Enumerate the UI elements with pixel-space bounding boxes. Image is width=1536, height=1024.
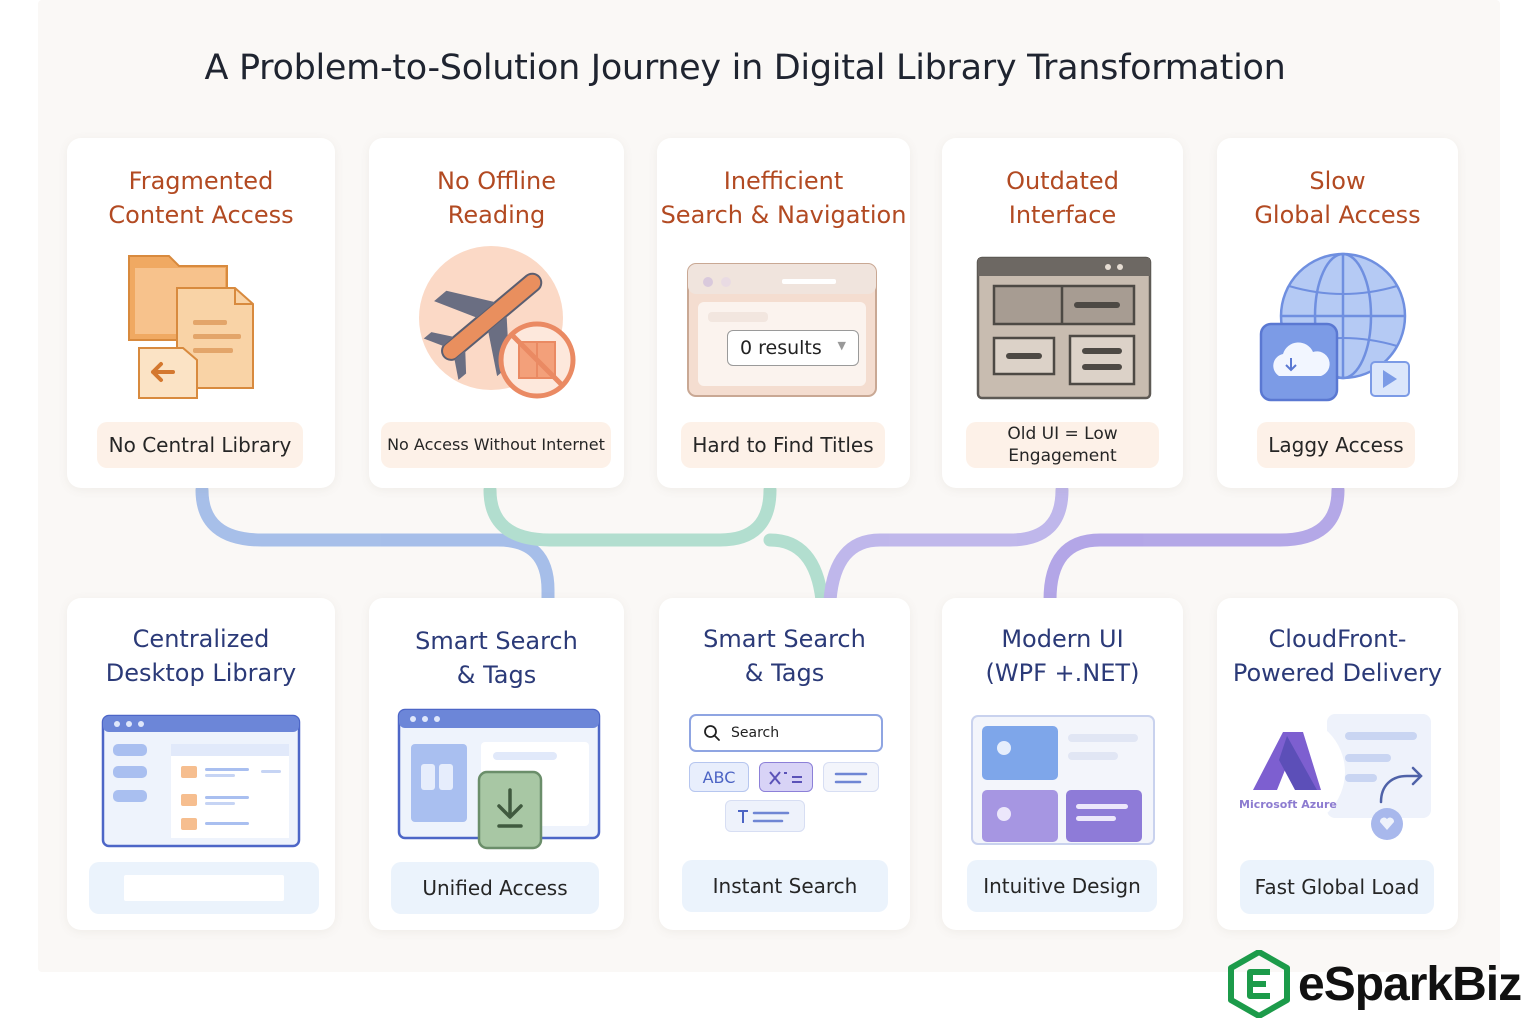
- tag-abc[interactable]: ABC: [689, 762, 749, 792]
- card-title: Fragmented Content Access: [108, 167, 294, 229]
- search-results-box[interactable]: 0 results ▼: [727, 330, 859, 366]
- card-title: Outdated Interface: [1006, 167, 1119, 229]
- problem-label: Old UI = Low Engagement: [966, 422, 1159, 468]
- problem-card-interface: Outdated Interface Old UI = Low Engageme…: [942, 138, 1183, 488]
- card-title: Centralized Desktop Library: [105, 625, 297, 687]
- solution-label: Instant Search: [682, 860, 888, 912]
- solution-label: Fast Global Load: [1240, 860, 1434, 914]
- tag-abc-label: ABC: [702, 767, 736, 787]
- solution-card-modern-ui: Modern UI (WPF +.NET) Intuitive Design: [942, 598, 1183, 930]
- folders-icon: [128, 255, 254, 399]
- globe-cloud-icon: [1259, 252, 1410, 402]
- old-window-icon: [976, 256, 1152, 400]
- solution-label-empty: [89, 862, 319, 914]
- azure-label: Microsoft Azure: [1239, 798, 1337, 811]
- solution-label: Intuitive Design: [967, 860, 1157, 912]
- problem-label: Laggy Access: [1257, 422, 1415, 468]
- brand-name: eSparkBiz: [1298, 957, 1522, 1011]
- chevron-down-icon: ▼: [837, 339, 846, 352]
- card-title: Inefficient Search & Navigation: [660, 167, 907, 229]
- card-title: No Offline Reading: [436, 167, 556, 229]
- search-placeholder: Search: [731, 725, 780, 741]
- solution-label: Unified Access: [391, 862, 599, 914]
- problem-card-offline: No Offline Reading No Access Without Int…: [369, 138, 624, 488]
- problem-label: No Central Library: [97, 422, 303, 468]
- card-title: Slow Global Access: [1254, 167, 1421, 229]
- problem-card-global: Slow Global Access Laggy Access: [1217, 138, 1458, 488]
- card-title: Modern UI (WPF +.NET): [985, 625, 1140, 687]
- card-title: CloudFront- Powered Delivery: [1232, 625, 1443, 687]
- label-placeholder-bar: [124, 875, 284, 901]
- tag-lines[interactable]: [823, 762, 879, 792]
- problem-card-fragmented: Fragmented Content Access No Central Lib…: [67, 138, 335, 488]
- azure-delivery-icon: [1233, 714, 1431, 840]
- text-format-icon: [738, 810, 790, 823]
- modern-ui-icon: [971, 715, 1155, 845]
- search-icon: [704, 725, 720, 741]
- tag-text[interactable]: [725, 800, 805, 832]
- solution-card-instant-search: Smart Search & Tags Search ABC Instant S…: [659, 598, 910, 930]
- problem-label: No Access Without Internet: [381, 422, 611, 468]
- search-results-text: 0 results: [740, 337, 822, 359]
- solution-card-unified: Smart Search & Tags Unified Access: [369, 598, 624, 930]
- tag-variable[interactable]: [759, 762, 813, 792]
- airplane-offline-icon: [419, 246, 576, 399]
- esparkbiz-logo-icon: [1228, 950, 1290, 1018]
- brand-logo: eSparkBiz: [1228, 948, 1534, 1020]
- solution-card-cloudfront: CloudFront- Powered Delivery Microsoft A…: [1217, 598, 1458, 930]
- search-input[interactable]: Search: [689, 714, 883, 752]
- text-lines-icon: [834, 772, 868, 784]
- problem-card-search: Inefficient Search & Navigation 0 result…: [657, 138, 910, 488]
- card-title: Smart Search & Tags: [703, 625, 866, 687]
- card-title: Smart Search & Tags: [415, 627, 578, 689]
- problem-label: Hard to Find Titles: [681, 422, 885, 468]
- desktop-library-icon: [101, 714, 301, 848]
- download-window-icon: [397, 708, 601, 850]
- page-title: A Problem-to-Solution Journey in Digital…: [204, 48, 1286, 88]
- solution-card-library: Centralized Desktop Library: [67, 598, 335, 930]
- variable-icon: [769, 771, 802, 785]
